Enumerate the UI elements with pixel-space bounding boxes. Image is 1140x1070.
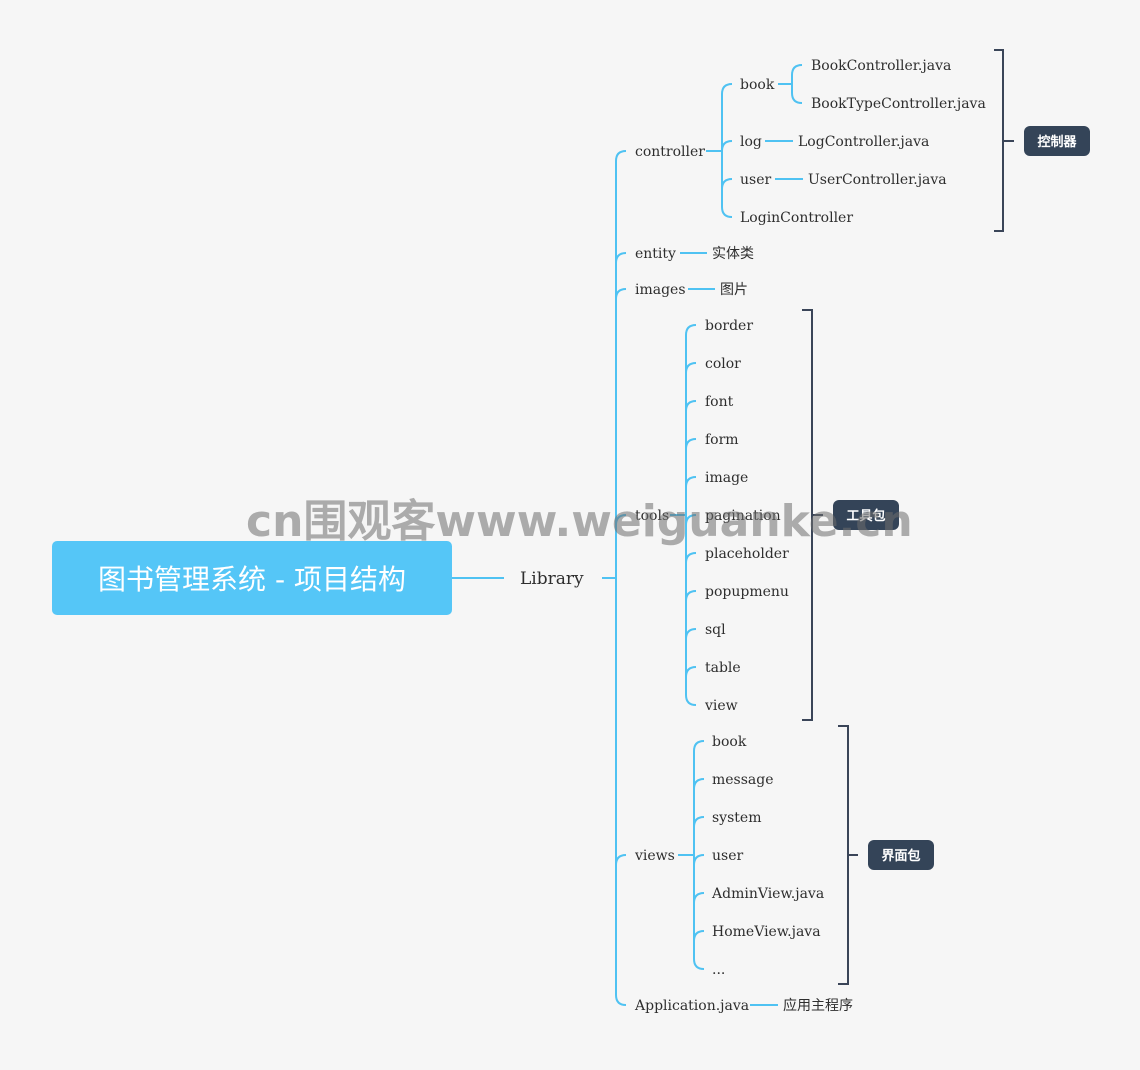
controller-subtrunk — [721, 83, 733, 218]
file-bookcontroller[interactable]: BookController.java — [811, 58, 951, 74]
root-title: 图书管理系统 - 项目结构 — [98, 563, 406, 596]
views-child-item[interactable]: user — [712, 848, 743, 864]
tools-child-item[interactable]: border — [705, 318, 753, 334]
tools-child-tick — [685, 476, 697, 488]
trunk-tick-tools — [615, 514, 627, 526]
trunk-tick-images — [615, 288, 627, 300]
application-note: 应用主程序 — [783, 997, 853, 1014]
tools-child-tick — [685, 438, 697, 450]
branch-entity[interactable]: entity — [635, 246, 676, 262]
branch-application[interactable]: Application.java — [634, 998, 749, 1014]
tools-child-item[interactable]: placeholder — [705, 546, 789, 562]
tools-child-tick — [685, 628, 697, 640]
views-child-item[interactable]: system — [712, 810, 761, 826]
book-subtrunk — [791, 64, 803, 104]
tools-child-item[interactable]: font — [705, 394, 734, 410]
views-child-item[interactable]: message — [712, 772, 774, 788]
trunk-tick-entity — [615, 252, 627, 264]
tools-child-tick — [685, 362, 697, 374]
tools-ticks — [685, 362, 697, 678]
views-tag-label: 界面包 — [881, 848, 920, 864]
views-child-item[interactable]: AdminView.java — [711, 886, 824, 902]
file-booktypecontroller[interactable]: BookTypeController.java — [811, 96, 986, 112]
controller-logincontroller[interactable]: LoginController — [740, 210, 853, 226]
tools-tag — [833, 500, 899, 530]
file-logcontroller[interactable]: LogController.java — [798, 134, 929, 150]
views-child-tick — [693, 892, 705, 904]
views-child-tick — [693, 930, 705, 942]
views-tag — [868, 840, 934, 870]
branch-controller[interactable]: controller — [635, 144, 705, 160]
tools-child-item[interactable]: pagination — [705, 508, 781, 524]
tools-child-item[interactable]: popupmenu — [705, 584, 789, 600]
tools-items: border color font form image pagination placeh… — [704, 318, 789, 714]
level1-trunk — [615, 150, 627, 1006]
views-child-item[interactable]: HomeView.java — [712, 924, 821, 940]
views-ticks — [693, 778, 705, 942]
controller-log[interactable]: log — [740, 134, 762, 150]
tools-child-item[interactable]: table — [705, 660, 741, 676]
root-node[interactable] — [52, 541, 452, 615]
controller-book[interactable]: book — [740, 77, 775, 93]
tools-child-item[interactable]: color — [705, 356, 741, 372]
tools-child-tick — [685, 400, 697, 412]
trunk-tick-views — [615, 854, 627, 866]
views-child-item[interactable]: ... — [712, 962, 725, 978]
tools-child-tick — [685, 590, 697, 602]
tools-child-tick — [685, 552, 697, 564]
tools-child-item[interactable]: view — [704, 698, 738, 714]
tools-tag-label: 工具包 — [846, 508, 885, 524]
tools-child-item[interactable]: form — [705, 432, 739, 448]
tools-child-item[interactable]: sql — [705, 622, 726, 638]
branch-tools[interactable]: tools — [635, 508, 669, 524]
branch-images[interactable]: images — [635, 282, 686, 298]
views-child-tick — [693, 854, 705, 866]
tools-child-tick — [685, 666, 697, 678]
branch-views[interactable]: views — [634, 848, 675, 864]
views-child-tick — [693, 778, 705, 790]
controller-tick-user — [721, 178, 733, 190]
watermark: cn围观客www.weiguanke.cn — [246, 496, 913, 547]
controller-bracket — [994, 49, 1014, 232]
entity-note: 实体类 — [712, 246, 754, 262]
library-node[interactable]: Library — [520, 569, 584, 589]
controller-user[interactable]: user — [740, 172, 771, 188]
controller-tag — [1024, 126, 1090, 156]
views-child-item[interactable]: book — [712, 734, 747, 750]
tools-bracket — [802, 309, 823, 721]
controller-tag-label: 控制器 — [1037, 134, 1077, 150]
file-usercontroller[interactable]: UserController.java — [808, 172, 947, 188]
tools-child-item[interactable]: image — [705, 470, 748, 486]
tools-child-tick — [685, 514, 697, 526]
controller-tick-log — [721, 140, 733, 152]
views-child-tick — [693, 816, 705, 828]
images-note: 图片 — [720, 282, 748, 298]
views-subtrunk — [693, 740, 705, 970]
views-items: book message system userAdminView.javaHomeV… — [711, 734, 824, 978]
views-bracket — [838, 725, 858, 985]
tools-subtrunk — [685, 324, 697, 706]
